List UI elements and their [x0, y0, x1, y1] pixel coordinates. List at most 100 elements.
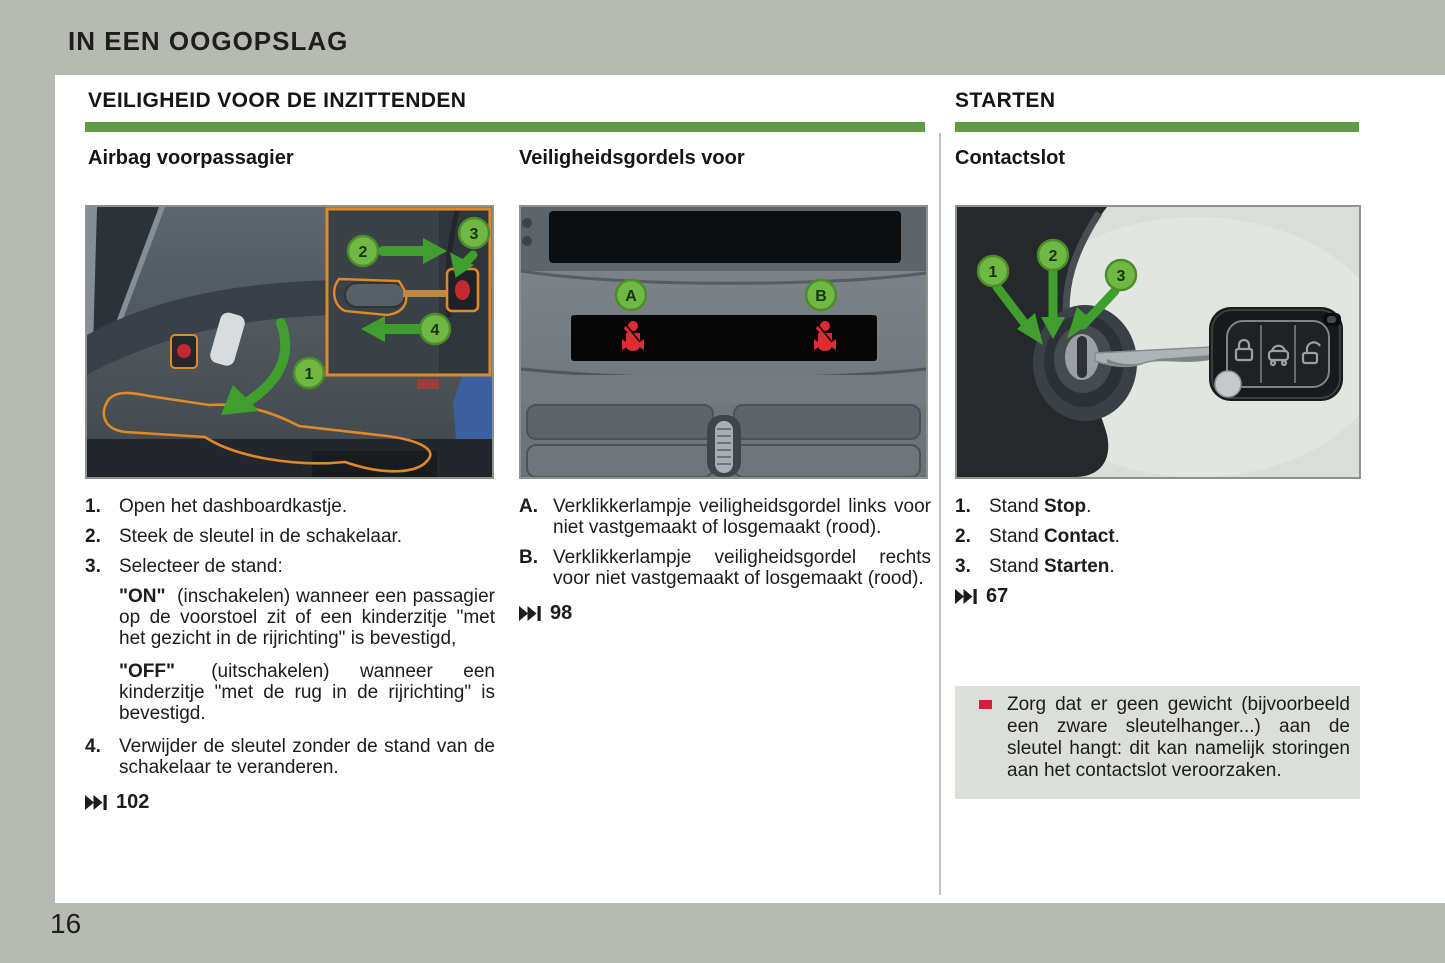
mode-off-label: "OFF"	[119, 661, 176, 682]
list-item: 4. Verwijder de sleutel zonder de stand …	[85, 736, 495, 778]
page-ref-icon	[955, 589, 977, 604]
glovebox-outline	[102, 391, 432, 473]
key-fob	[1209, 307, 1343, 401]
step-text: Stand Contact.	[989, 526, 1361, 547]
mode-off-paragraph: "OFF" (uitschakelen) wanneer een kinderz…	[119, 661, 495, 724]
chapter-title: IN EEN OOGOPSLAG	[68, 26, 349, 56]
warning-lamp-strip	[571, 315, 877, 361]
seatbelt-descriptions: A. Verklikkerlampje veiligheidsgordel li…	[519, 496, 931, 624]
figure-seatbelt-lamps: A B	[519, 205, 928, 479]
subtitle-seatbelts: Veiligheidsgordels voor	[519, 147, 745, 169]
step-number: 4.	[85, 736, 101, 757]
svg-text:1: 1	[305, 366, 314, 383]
seatbelt-illustration: A B	[521, 207, 926, 477]
subtitle-ignition: Contactslot	[955, 147, 1065, 169]
step-text: Steek de sleutel in de schakelaar.	[119, 526, 403, 547]
item-text: Verklikkerlampje veiligheidsgordel recht…	[553, 547, 931, 589]
callout-A: A	[614, 278, 648, 312]
callout-3: 3	[1104, 258, 1138, 292]
arrow-1	[992, 282, 1034, 334]
svg-text:4: 4	[431, 322, 440, 339]
list-item: 3. Stand Starten.	[955, 556, 1361, 577]
step-number: 2.	[955, 526, 971, 547]
ignition-illustration: 1 2 3	[957, 207, 1359, 477]
list-item: 2. Steek de sleutel in de schakelaar.	[85, 526, 495, 547]
callout-3: 3	[457, 216, 491, 250]
figure-airbag-glovebox: 1 2	[85, 205, 494, 479]
vent-thumbwheel	[707, 415, 741, 477]
mode-off-text: (uitschakelen) wanneer een kinderzitje "…	[119, 661, 496, 724]
fob-buttons	[1234, 338, 1321, 367]
position-name: Contact	[1043, 526, 1115, 547]
position-suffix: .	[1114, 526, 1120, 547]
position-suffix: .	[1086, 496, 1092, 517]
step-text: Stand Starten.	[989, 556, 1361, 577]
page-reference: 67	[955, 586, 1361, 607]
step-text: Open het dashboardkastje.	[119, 496, 348, 517]
position-name: Starten	[1043, 556, 1110, 577]
position-name: Stop	[1043, 496, 1087, 517]
figure-ignition-lock: 1 2 3	[955, 205, 1361, 479]
step-number: 2.	[85, 526, 101, 547]
mode-on-label: "ON"	[119, 586, 166, 607]
list-item: 2. Stand Contact.	[955, 526, 1361, 547]
airbag-illustration: 1 2	[87, 207, 492, 477]
inset-switch-panel: 2 3 4	[325, 207, 492, 377]
svg-text:3: 3	[470, 226, 479, 243]
step-text: Stand Stop.	[989, 496, 1361, 517]
list-item: A. Verklikkerlampje veiligheidsgordel li…	[519, 496, 931, 538]
step-number: 3.	[955, 556, 971, 577]
top-display	[549, 211, 901, 263]
callout-2: 2	[1036, 238, 1070, 272]
position-prefix: Stand	[989, 526, 1039, 547]
list-item: 1. Open het dashboardkastje.	[85, 496, 495, 517]
warning-box: Zorg dat er geen gewicht (bijvoorbeeld e…	[955, 686, 1360, 799]
page-ref-icon	[519, 606, 541, 621]
airbag-instructions: 1. Open het dashboardkastje. 2. Steek de…	[85, 496, 495, 813]
callout-2: 2	[346, 234, 380, 268]
position-suffix: .	[1109, 556, 1115, 577]
ignition-positions: 1. Stand Stop. 2. Stand Contact. 3. Stan…	[955, 496, 1361, 607]
callout-1: 1	[976, 254, 1010, 288]
position-prefix: Stand	[989, 496, 1039, 517]
red-dash-marking	[417, 379, 439, 389]
airbag-off-badge	[170, 334, 198, 369]
svg-text:1: 1	[989, 264, 998, 281]
step-number: 3.	[85, 556, 101, 577]
subtitle-airbag: Airbag voorpassagier	[88, 147, 294, 169]
column-divider	[939, 133, 941, 895]
svg-text:2: 2	[359, 244, 368, 261]
svg-text:B: B	[815, 288, 827, 305]
svg-text:A: A	[625, 288, 637, 305]
step-text: Verwijder de sleutel zonder de stand van…	[119, 736, 495, 778]
page-number: 16	[50, 908, 82, 939]
position-prefix: Stand	[989, 556, 1039, 577]
step-text: Selecteer de stand:	[119, 556, 283, 577]
page-ref-number: 67	[986, 585, 1009, 607]
item-letter: B.	[519, 547, 538, 568]
svg-text:2: 2	[1049, 248, 1058, 265]
section-rule-right	[955, 122, 1359, 132]
page-reference: 102	[85, 792, 495, 813]
page-reference: 98	[519, 603, 931, 624]
page-ref-number: 102	[116, 791, 150, 813]
manual-page: VEILIGHEID VOOR DE INZITTENDEN STARTEN A…	[55, 75, 1445, 903]
item-text: Verklikkerlampje veiligheidsgordel links…	[553, 496, 931, 538]
mode-on-paragraph: "ON" (inschakelen) wanneer een passagier…	[119, 586, 495, 649]
callout-1: 1	[292, 356, 326, 390]
svg-text:3: 3	[1117, 268, 1126, 285]
warning-text: Zorg dat er geen gewicht (bijvoorbeeld e…	[1007, 694, 1350, 781]
callout-4: 4	[418, 312, 452, 346]
mode-on-text: (inschakelen) wanneer een passagier op d…	[119, 586, 495, 649]
list-item: B. Verklikkerlampje veiligheidsgordel re…	[519, 547, 931, 589]
callout-B: B	[804, 278, 838, 312]
page-ref-icon	[85, 795, 107, 810]
warning-icon	[963, 694, 1007, 791]
section-rule-left	[85, 122, 925, 132]
step-number: 1.	[85, 496, 101, 517]
ignition-cylinder	[1033, 305, 1137, 421]
list-item: 1. Stand Stop.	[955, 496, 1361, 517]
section-title-starting: STARTEN	[955, 89, 1056, 112]
air-vents	[526, 404, 921, 477]
item-letter: A.	[519, 496, 538, 517]
